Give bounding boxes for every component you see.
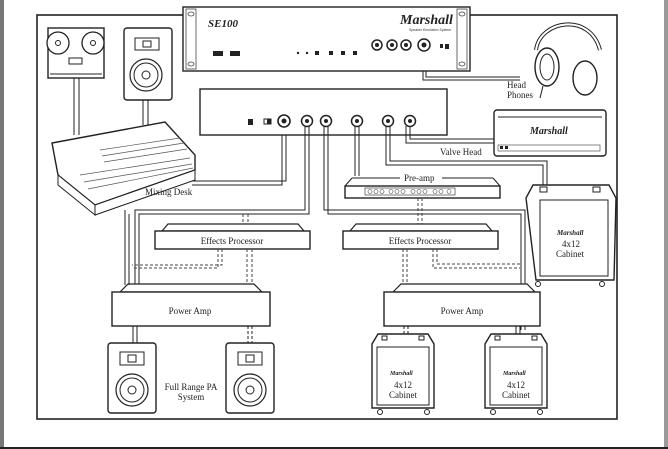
effects-processor-left: Effects Processor <box>154 223 311 250</box>
pre-amp-label: Pre-amp <box>404 173 435 183</box>
cabinet-right-logo: Marshall <box>502 371 526 377</box>
se100-subtitle: Speaker Emulation System <box>409 28 451 32</box>
jack-socket <box>403 114 417 128</box>
pa-system-label-line1: Full Range PA <box>165 382 218 392</box>
valve-head-label: Valve Head <box>440 147 482 157</box>
xlr-socket <box>277 114 291 128</box>
power-amp-left-label: Power Amp <box>169 306 212 316</box>
control-knob <box>400 39 412 51</box>
main-cabinet-icon: Marshall <box>525 184 617 287</box>
cabinet-left-label-line1: 4x12 <box>394 380 412 390</box>
se100-front-panel: SE100 Marshall Speaker Emulation System <box>182 6 471 72</box>
valve-head-icon: Marshall <box>493 109 607 157</box>
power-amp-left: Power Amp <box>111 283 271 327</box>
phones-jack <box>417 38 431 52</box>
cabinet-right-label-line1: 4x12 <box>507 380 525 390</box>
mixing-desk-label: Mixing Desk <box>145 187 193 197</box>
page-bottom-edge <box>0 447 668 449</box>
pre-amp-icon <box>344 177 501 199</box>
main-cabinet-label-line2: Cabinet <box>556 249 584 259</box>
tape-deck-icon <box>46 27 105 79</box>
cabinet-left-label-line2: Cabinet <box>389 390 417 400</box>
phones-cable <box>422 71 520 81</box>
monitor-speaker-icon <box>123 27 173 101</box>
cabinet-right-icon: Marshall <box>484 333 548 415</box>
jack-socket <box>319 114 333 128</box>
jack-socket <box>350 114 364 128</box>
headphones-label-line2: Phones <box>507 90 534 100</box>
pa-speaker-left-icon <box>107 342 157 414</box>
se100-model-label: SE100 <box>208 18 238 30</box>
jack-socket <box>381 114 395 128</box>
marshall-logo: Marshall <box>399 13 453 28</box>
main-cabinet-label-line1: 4x12 <box>562 239 580 249</box>
jack-socket <box>300 114 314 128</box>
effects-processor-left-label: Effects Processor <box>201 236 264 246</box>
valve-head-logo: Marshall <box>529 126 568 137</box>
cabinet-left-logo: Marshall <box>389 371 413 377</box>
page-right-edge <box>664 0 668 449</box>
cabinet-left-icon: Marshall <box>371 333 435 415</box>
main-cabinet-logo: Marshall <box>556 229 584 237</box>
control-knob <box>371 39 383 51</box>
effects-processor-right-label: Effects Processor <box>389 236 452 246</box>
headphones-label-line1: Head <box>507 80 526 90</box>
effects-processor-right: Effects Processor <box>342 223 499 250</box>
power-amp-right-label: Power Amp <box>441 306 484 316</box>
control-knob <box>386 39 398 51</box>
page-left-edge <box>0 0 4 449</box>
pa-speaker-right-icon <box>225 342 275 414</box>
power-amp-right: Power Amp <box>383 283 541 327</box>
mixing-desk-icon <box>51 121 196 217</box>
cabinet-right-label-line2: Cabinet <box>502 390 530 400</box>
pa-system-label-line2: System <box>178 392 205 402</box>
headphones-icon <box>534 22 602 99</box>
